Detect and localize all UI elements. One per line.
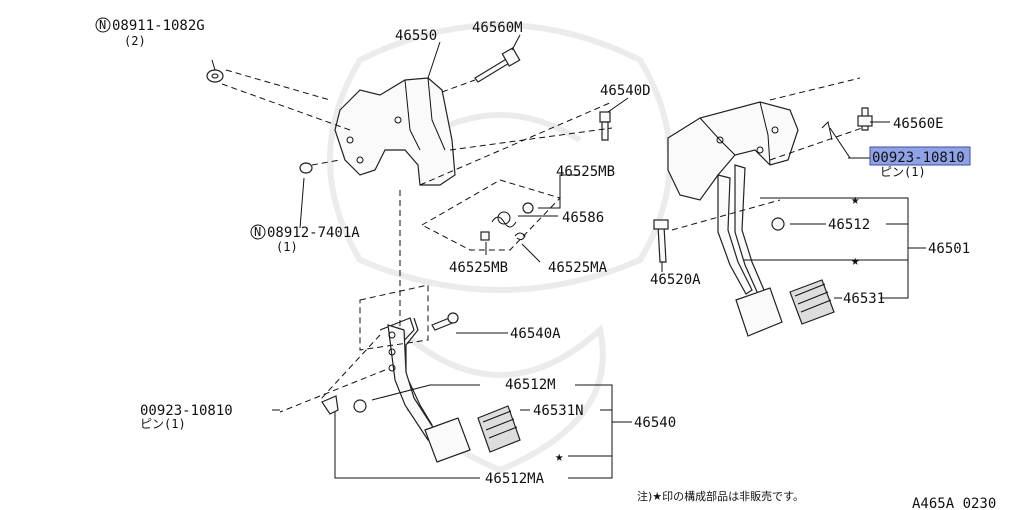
selected-part-highlight (869, 146, 971, 166)
label-46531: 46531 (843, 291, 885, 307)
label-46512ma: 46512MA (485, 471, 545, 487)
part-labels[interactable]: 08911-1082G (2) 46550 46560M 46540D 4656… (112, 18, 970, 487)
label-46540d: 46540D (600, 83, 651, 99)
brake-pedal-pad[interactable] (735, 287, 783, 337)
label-46512m: 46512M (505, 377, 556, 393)
label-46586: 46586 (562, 210, 604, 226)
brake-pedal-arm[interactable] (717, 164, 765, 295)
brake-pedal-bracket[interactable] (667, 101, 799, 201)
label-46531n: 46531N (533, 403, 584, 419)
stopper-46512m[interactable] (353, 399, 367, 413)
label-46560m: 46560M (472, 20, 523, 36)
label-46560e: 46560E (893, 116, 944, 132)
label-46540a: 46540A (510, 326, 561, 342)
label-00923-left: 00923-10810 (140, 403, 233, 419)
label-08911-qty: (2) (124, 34, 146, 48)
spring-clip-group[interactable] (480, 202, 534, 241)
nut-marker-top: N (95, 17, 111, 33)
star-markers: ★ ★ ★ (555, 192, 860, 465)
nut-marker-bottom: N (250, 224, 266, 240)
leader-lines (211, 34, 926, 479)
label-08911: 08911-1082G (112, 18, 205, 34)
pedal-pad-46531n[interactable] (477, 405, 521, 453)
footnote: 注)★印の構成部品は非販売です。 (637, 489, 804, 503)
label-46520a: 46520A (650, 272, 701, 288)
label-46501: 46501 (928, 241, 970, 257)
star-marker: ★ (555, 449, 564, 465)
pin-right[interactable] (821, 121, 833, 141)
label-46525mb-top: 46525MB (556, 164, 615, 180)
bolt-46520a[interactable] (653, 219, 669, 263)
star-marker: ★ (851, 253, 860, 269)
label-46540: 46540 (634, 415, 676, 431)
star-marker: ★ (851, 192, 860, 208)
label-00923-left-sub: ピン(1) (140, 417, 186, 431)
svg-text:N: N (99, 18, 106, 32)
pedal-pad-46531[interactable] (789, 279, 835, 325)
bolt-46560e[interactable] (857, 107, 873, 131)
pedal-bracket[interactable] (334, 77, 456, 186)
label-00923-top: 00923-10810 (872, 150, 965, 166)
bolt-46560m[interactable] (474, 47, 521, 83)
label-46512: 46512 (828, 217, 870, 233)
dashed-guides (221, 69, 863, 413)
nut-08911[interactable] (206, 69, 224, 83)
stopper-46512[interactable] (771, 217, 785, 231)
label-08912-qty: (1) (276, 240, 298, 254)
label-46525mb-bottom: 46525MB (449, 260, 508, 276)
label-08912: 08912-7401A (267, 225, 360, 241)
diagram-code: A465A 0230 (912, 496, 996, 510)
label-00923-top-sub: ピン(1) (880, 165, 926, 179)
label-46550: 46550 (395, 28, 437, 44)
bolt-46540a[interactable] (431, 312, 459, 331)
pin-left[interactable] (321, 395, 339, 415)
svg-text:N: N (254, 225, 261, 239)
bolt-46540d[interactable] (599, 111, 611, 141)
nut-08912[interactable] (299, 162, 313, 174)
pedal-pad-46512ma[interactable] (424, 417, 471, 463)
label-46525ma: 46525MA (548, 260, 608, 276)
